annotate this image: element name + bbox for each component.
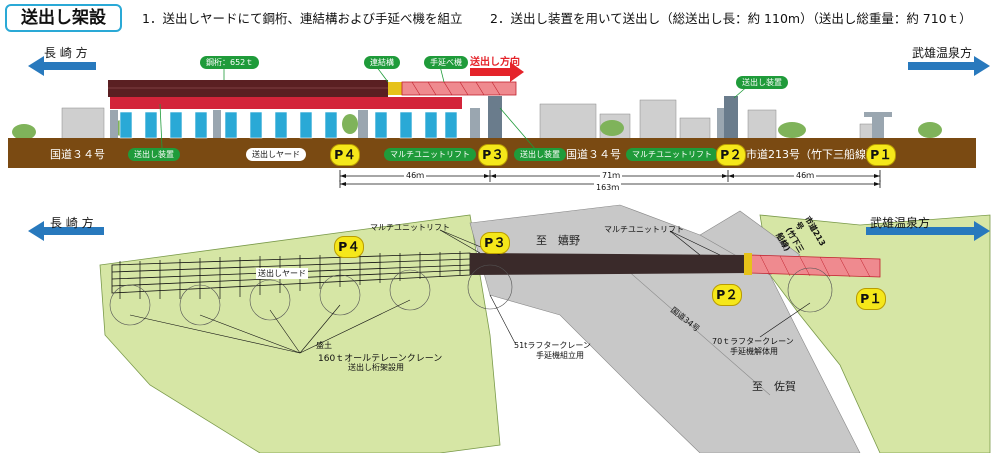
plan-view xyxy=(28,204,991,453)
plan-crane160-use: 送出し桁架設用 xyxy=(348,363,404,372)
label-connector: 連結構 xyxy=(364,56,400,69)
arrow-right-icon xyxy=(908,56,990,76)
plan-fill-label: 盛土 xyxy=(316,341,332,350)
elevation-view xyxy=(8,56,990,188)
step-2-text: 2．送出し装置を用いて送出し（総送出し長：約 110m）（送出し総重量：約 71… xyxy=(490,11,972,26)
plan-crane160-label: 160ｔオールテレーンクレーン xyxy=(318,354,443,364)
ground-route34-left: 国道３４号 xyxy=(50,148,105,161)
ground-city-road: 市道213号（竹下三船線） xyxy=(746,148,877,161)
direction-left-label: 長 崎 方 xyxy=(44,46,88,60)
plan-crane51-label: 51tラフタークレーン xyxy=(514,341,591,350)
plan-connector xyxy=(744,253,752,275)
arrow-left-icon xyxy=(28,56,96,76)
dim-46m-right: 46ｍ xyxy=(794,170,817,181)
dim-71m: 71ｍ xyxy=(600,170,623,181)
plan-multi-lift-a: マルチユニットリフト xyxy=(370,223,450,232)
plan-nose-lines xyxy=(759,254,871,278)
plan-crane51-use: 手延機組立用 xyxy=(536,351,584,360)
plan-arrow-right-icon xyxy=(866,221,990,241)
plan-yard-label: 送出しヤード xyxy=(256,268,308,279)
launching-nose xyxy=(401,81,517,96)
plan-to-ureshino: 至 嬉野 xyxy=(536,234,580,247)
label-nose: 手延べ機 xyxy=(424,56,468,69)
ground-multi-lift-1: マルチユニットリフト xyxy=(384,148,476,161)
label-launch-direction: 送出し方向 xyxy=(470,57,520,68)
crane-radius-circles xyxy=(109,264,833,326)
steel-girder xyxy=(108,80,388,97)
plan-crane70-use: 手延機解体用 xyxy=(730,347,778,356)
plan-land-left xyxy=(99,214,501,453)
step-1-text: 1．送出しヤードにて鋼桁、連結構および手延べ機を組立 xyxy=(142,11,463,26)
pier-label-p4-elevation: P４ xyxy=(330,144,360,166)
ground-yard: 送出しヤード xyxy=(246,148,306,161)
temporary-bents xyxy=(119,111,458,139)
ground-launch-device-mid: 送出し装置 xyxy=(514,148,566,161)
label-steel-girder: 鋼桁：652ｔ xyxy=(200,56,260,69)
pier-label-p2-plan: P２ xyxy=(712,284,742,306)
dimension-arrowheads xyxy=(340,174,880,186)
pier-label-p1-elevation: P１ xyxy=(866,144,896,166)
label-launch-device-top: 送出し装置 xyxy=(736,76,788,89)
launch-direction-arrow-icon xyxy=(470,62,524,82)
page-title: 送出し架設 xyxy=(5,4,122,32)
pier-columns xyxy=(110,108,892,138)
pier-label-p3-plan: P３ xyxy=(480,232,510,254)
dim-46m-left: 46ｍ xyxy=(404,170,427,181)
plan-multi-lift-b: マルチユニットリフト xyxy=(604,225,684,234)
plan-girder xyxy=(470,253,750,275)
plan-direction-left-label: 長 崎 方 xyxy=(50,216,94,230)
connector-yellow xyxy=(388,82,402,95)
launch-girder-lower xyxy=(110,97,462,109)
ground-multi-lift-2: マルチユニットリフト xyxy=(626,148,718,161)
plan-yard-grid xyxy=(119,251,461,299)
ground-route34-mid: 国道３４号 xyxy=(566,148,621,161)
ground-launch-device-left: 送出し装置 xyxy=(128,148,180,161)
plan-road-centerline xyxy=(609,254,771,396)
plan-crane70-label: 70ｔラフタークレーン xyxy=(712,337,794,346)
multi-unit-lift-towers xyxy=(488,96,738,138)
plan-direction-right-label: 武雄温泉方 xyxy=(870,216,931,230)
pier-label-p3-elevation: P３ xyxy=(478,144,508,166)
pier-label-p1-plan: P１ xyxy=(856,288,886,310)
pier-label-p2-elevation: P２ xyxy=(716,144,746,166)
direction-right-label: 武雄温泉方 xyxy=(912,46,973,60)
plan-arrow-left-icon xyxy=(28,221,104,241)
dim-163m: 163ｍ xyxy=(594,182,622,193)
crane-leader-lines xyxy=(129,229,811,354)
pier-label-p4-plan: P４ xyxy=(334,236,364,258)
plan-to-saga: 至 佐賀 xyxy=(752,380,796,393)
nose-truss-lines xyxy=(411,81,501,96)
